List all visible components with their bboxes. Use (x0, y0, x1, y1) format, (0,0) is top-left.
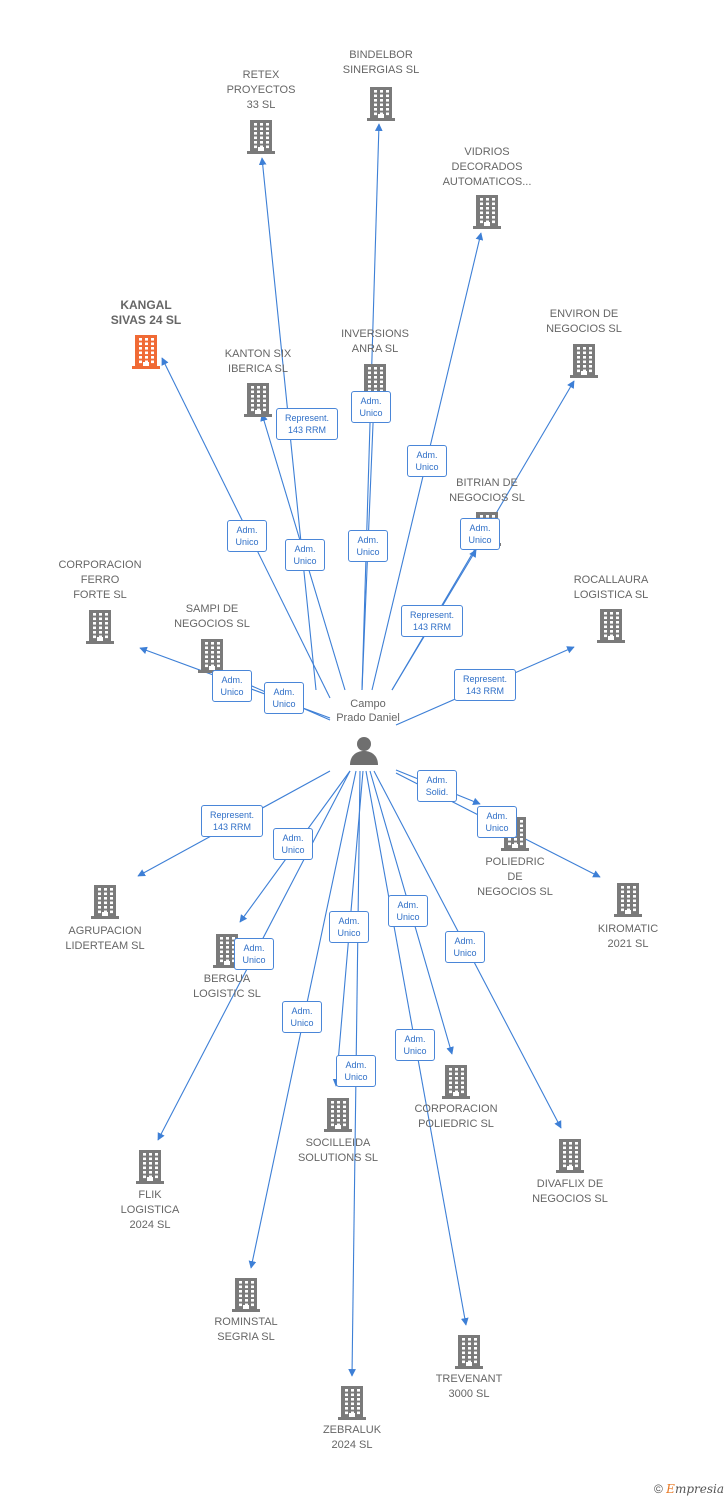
relation-role-label: Adm. Unico (348, 530, 388, 562)
building-icon[interactable] (597, 607, 625, 643)
building-icon[interactable] (473, 193, 501, 229)
brand-logo-initial: E (666, 1482, 675, 1496)
relation-role-label: Represent. 143 RRM (201, 805, 263, 837)
building-icon[interactable] (86, 608, 114, 644)
relation-role-label: Adm. Unico (227, 520, 267, 552)
company-label-corporacion-poliedric[interactable]: CORPORACION POLIEDRIC SL (414, 1103, 498, 1130)
company-label-environ[interactable]: ENVIRON DE NEGOCIOS SL (546, 308, 622, 335)
center-person-name[interactable]: Campo Prado Daniel (336, 698, 400, 724)
relation-role-label: Adm. Unico (477, 806, 517, 838)
building-icon[interactable] (338, 1384, 366, 1420)
brand-logo-text: mpresia (674, 1482, 724, 1496)
company-label-sampi[interactable]: SAMPI DE NEGOCIOS SL (174, 603, 250, 630)
company-label-bergua[interactable]: BERGUA LOGISTIC SL (193, 973, 261, 1000)
company-label-poliedric[interactable]: POLIEDRIC DE NEGOCIOS SL (477, 856, 553, 898)
relation-role-label: Adm. Unico (285, 539, 325, 571)
relation-role-label: Adm. Unico (445, 931, 485, 963)
building-icon[interactable] (136, 1148, 164, 1184)
company-label-divaflix[interactable]: DIVAFLIX DE NEGOCIOS SL (532, 1178, 608, 1205)
company-label-retex[interactable]: RETEX PROYECTOS 33 SL (226, 69, 296, 111)
relation-role-label: Represent. 143 RRM (401, 605, 463, 637)
company-label-socilleida[interactable]: SOCILLEIDA SOLUTIONS SL (297, 1137, 379, 1164)
company-label-kangal[interactable]: KANGAL SIVAS 24 SL (110, 298, 182, 327)
person-icon[interactable] (349, 735, 379, 765)
building-icon[interactable] (442, 1063, 470, 1099)
company-label-kanton[interactable]: KANTON SIX IBERICA SL (224, 348, 292, 375)
relation-role-label: Adm. Unico (234, 938, 274, 970)
relation-role-label: Adm. Unico (395, 1029, 435, 1061)
relation-role-label: Adm. Unico (282, 1001, 322, 1033)
company-label-vidrios[interactable]: VIDRIOS DECORADOS AUTOMATICOS... (442, 146, 532, 188)
company-label-bitrian[interactable]: BITRIAN DE NEGOCIOS SL (449, 477, 525, 504)
building-icon[interactable] (213, 932, 241, 968)
relation-role-label: Adm. Unico (407, 445, 447, 477)
relation-role-label: Represent. 143 RRM (454, 669, 516, 701)
company-label-zebraluk[interactable]: ZEBRALUK 2024 SL (322, 1424, 382, 1451)
company-label-trevenant[interactable]: TREVENANT 3000 SL (435, 1373, 503, 1400)
relation-role-label: Adm. Unico (460, 518, 500, 550)
company-label-kiromatic[interactable]: KIROMATIC 2021 SL (597, 923, 659, 950)
brand-footer: © Empresia (654, 1482, 724, 1496)
relation-role-label: Adm. Unico (212, 670, 252, 702)
building-icon[interactable] (244, 381, 272, 417)
relation-role-label: Adm. Unico (264, 682, 304, 714)
building-icon[interactable] (247, 118, 275, 154)
relation-role-label: Adm. Unico (273, 828, 313, 860)
relation-role-label: Represent. 143 RRM (276, 408, 338, 440)
relation-role-label: Adm. Unico (329, 911, 369, 943)
company-label-flik[interactable]: FLIK LOGISTICA 2024 SL (120, 1189, 180, 1231)
building-icon[interactable] (367, 85, 395, 121)
building-icon[interactable] (556, 1137, 584, 1173)
company-label-inversions[interactable]: INVERSIONS ANRA SL (341, 328, 409, 355)
company-label-bindelbor[interactable]: BINDELBOR SINERGIAS SL (342, 49, 420, 76)
company-label-rominstal[interactable]: ROMINSTAL SEGRIA SL (214, 1316, 278, 1343)
building-icon[interactable] (614, 881, 642, 917)
building-icon[interactable] (91, 883, 119, 919)
building-icon[interactable] (232, 1276, 260, 1312)
building-icon[interactable] (324, 1096, 352, 1132)
relation-role-label: Adm. Unico (336, 1055, 376, 1087)
company-label-rocallaura[interactable]: ROCALLAURA LOGISTICA SL (573, 574, 649, 601)
relation-role-label: Adm. Unico (351, 391, 391, 423)
relation-role-label: Adm. Solid. (417, 770, 457, 802)
relation-role-label: Adm. Unico (388, 895, 428, 927)
building-icon[interactable] (455, 1333, 483, 1369)
building-icon[interactable] (570, 342, 598, 378)
company-label-corporacion-ferro[interactable]: CORPORACION FERRO FORTE SL (58, 559, 142, 601)
company-label-agrupacion[interactable]: AGRUPACION LIDERTEAM SL (65, 925, 145, 952)
building-icon[interactable] (198, 637, 226, 673)
copyright-symbol: © (653, 1482, 663, 1496)
building-icon[interactable] (132, 333, 160, 369)
